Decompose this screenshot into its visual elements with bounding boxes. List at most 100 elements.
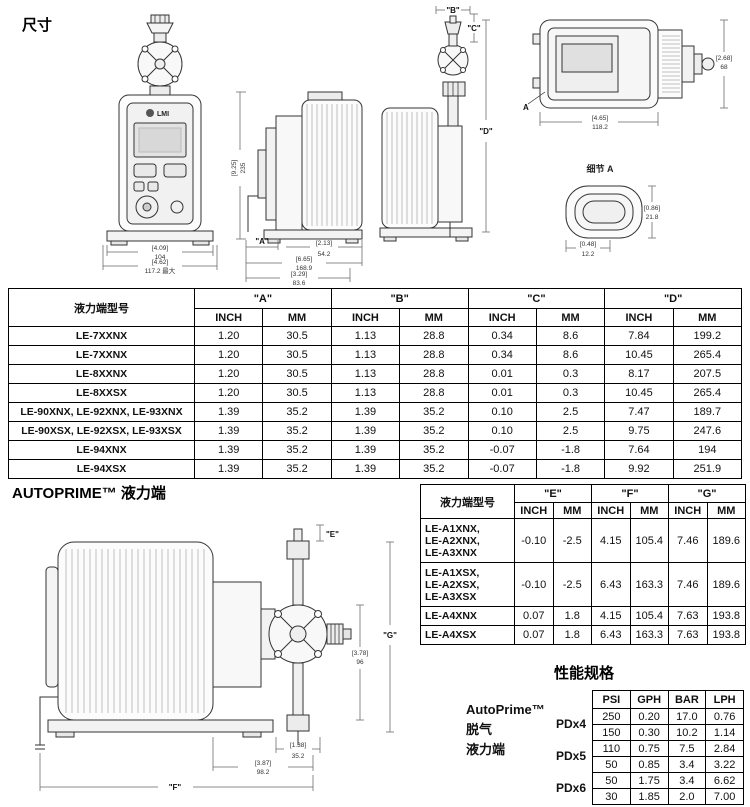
unit-header: MM bbox=[552, 502, 592, 519]
dim-annotation: 96 bbox=[356, 659, 364, 666]
value-cell: 30 bbox=[592, 788, 631, 805]
dim-letter: "A" bbox=[255, 237, 269, 246]
value-cell: 28.8 bbox=[399, 364, 469, 384]
value-cell: 1.13 bbox=[330, 383, 401, 403]
value-cell: 251.9 bbox=[672, 459, 743, 479]
brand-line: 液力端 bbox=[466, 742, 506, 757]
value-cell: 199.2 bbox=[672, 326, 743, 346]
dim-annotation: [3.87] bbox=[255, 760, 271, 767]
model-cell: LE-90XNX, LE-92XNX, LE-93XNX bbox=[8, 402, 195, 422]
unit-header: INCH bbox=[193, 308, 264, 327]
value-cell: 1.8 bbox=[552, 625, 592, 645]
value-cell: 1.39 bbox=[193, 402, 264, 422]
dim-annotation: 98.2 bbox=[257, 769, 270, 776]
value-cell: 150 bbox=[592, 724, 631, 741]
dim-annotation: 117.2 最大 bbox=[145, 266, 176, 275]
value-cell: 28.8 bbox=[399, 345, 469, 365]
unit-header: MM bbox=[262, 308, 332, 327]
value-cell: 1.39 bbox=[193, 440, 264, 460]
value-cell: 0.10 bbox=[467, 421, 537, 441]
value-cell: -0.07 bbox=[467, 459, 537, 479]
col-header-model: 液力端型号 bbox=[8, 288, 195, 327]
value-cell: 1.20 bbox=[193, 345, 264, 365]
suction-tube bbox=[247, 195, 258, 232]
dim-letter: "B" bbox=[446, 6, 460, 15]
dimension-drawings: LMI [4.09] 104 [4.62] 117.2 最大 bbox=[102, 6, 732, 285]
model-cell: LE-94XSX bbox=[8, 459, 195, 479]
drawing-side-view bbox=[247, 91, 363, 244]
drawing-detail-a: 细节 A [0.86] 21.8 [0.48] 12.2 bbox=[565, 163, 660, 258]
value-cell: 1.13 bbox=[330, 326, 401, 346]
front-view-dimensions: [4.09] 104 [4.62] 117.2 最大 bbox=[102, 245, 218, 275]
pump-button bbox=[133, 163, 157, 178]
value-cell: 1.39 bbox=[193, 459, 264, 479]
value-cell: 7.84 bbox=[604, 326, 674, 346]
dim-letter: "F" bbox=[169, 783, 182, 792]
dim-annotation: 35.2 bbox=[292, 753, 305, 760]
value-cell: 193.8 bbox=[706, 625, 746, 645]
value-cell: 3.4 bbox=[667, 756, 707, 773]
col-group-b: "B" bbox=[330, 288, 469, 309]
value-cell: 163.3 bbox=[629, 625, 669, 645]
performance-brand-label: AutoPrime™ 脱气 液力端 bbox=[466, 700, 545, 760]
value-cell: 0.3 bbox=[535, 383, 606, 403]
value-cell: 1.39 bbox=[330, 402, 401, 422]
value-cell: 189.6 bbox=[706, 562, 746, 607]
value-cell: 194 bbox=[672, 440, 743, 460]
dim-annotation: 12.2 bbox=[582, 251, 595, 258]
detail-dimensions bbox=[565, 185, 656, 252]
value-cell: 7.46 bbox=[668, 562, 708, 607]
model-cell: LE-A1XSX, LE-A2XSX, LE-A3XSX bbox=[420, 562, 515, 607]
value-cell: -0.07 bbox=[467, 440, 537, 460]
model-line: LE-A1XNX, bbox=[425, 522, 480, 535]
motor-fins bbox=[386, 112, 433, 224]
value-cell: 265.4 bbox=[672, 345, 743, 365]
value-cell: 265.4 bbox=[672, 383, 743, 403]
value-cell: 35.2 bbox=[399, 402, 469, 422]
value-cell: 0.10 bbox=[467, 402, 537, 422]
value-cell: 0.34 bbox=[467, 345, 537, 365]
motor-fins bbox=[662, 35, 680, 93]
value-cell: 6.43 bbox=[591, 562, 631, 607]
value-cell: 1.39 bbox=[193, 421, 264, 441]
value-cell: 0.76 bbox=[705, 708, 744, 725]
value-cell: 0.85 bbox=[629, 756, 669, 773]
value-cell: 28.8 bbox=[399, 383, 469, 403]
model-cell: LE-8XXNX bbox=[8, 364, 195, 384]
value-cell: 35.2 bbox=[399, 440, 469, 460]
dim-annotation: 235 bbox=[240, 162, 247, 173]
motor-fins bbox=[65, 549, 205, 713]
value-cell: 110 bbox=[592, 740, 631, 757]
dim-annotation: 118.2 bbox=[592, 124, 608, 131]
value-cell: 10.2 bbox=[667, 724, 707, 741]
dim-letter: "D" bbox=[479, 127, 493, 136]
autoprime-table: 液力端型号 "E" "F" "G" INCH MM INCH MM INCH M… bbox=[420, 484, 746, 645]
value-cell: 6.43 bbox=[591, 625, 631, 645]
value-cell: 1.85 bbox=[629, 788, 669, 805]
value-cell: 1.20 bbox=[193, 364, 264, 384]
value-cell: 0.07 bbox=[514, 625, 554, 645]
value-cell: 7.5 bbox=[667, 740, 707, 757]
model-line: LE-A2XSX, bbox=[425, 578, 480, 591]
col-group-c: "C" bbox=[467, 288, 606, 309]
value-cell: 2.84 bbox=[705, 740, 744, 757]
model-line: LE-A4XNX bbox=[425, 610, 477, 622]
dim-annotation: 68 bbox=[720, 64, 728, 71]
value-cell: 6.62 bbox=[705, 772, 744, 789]
value-cell: 8.17 bbox=[604, 364, 674, 384]
page-title: 尺寸 bbox=[22, 17, 53, 34]
pump-head bbox=[257, 149, 267, 199]
col-group-e: "E" bbox=[514, 484, 592, 503]
value-cell: 189.7 bbox=[672, 402, 743, 422]
value-cell: 1.75 bbox=[629, 772, 669, 789]
col-header-gph: GPH bbox=[629, 690, 669, 709]
dim-annotation: 83.6 bbox=[293, 280, 306, 285]
value-cell: 0.30 bbox=[629, 724, 669, 741]
